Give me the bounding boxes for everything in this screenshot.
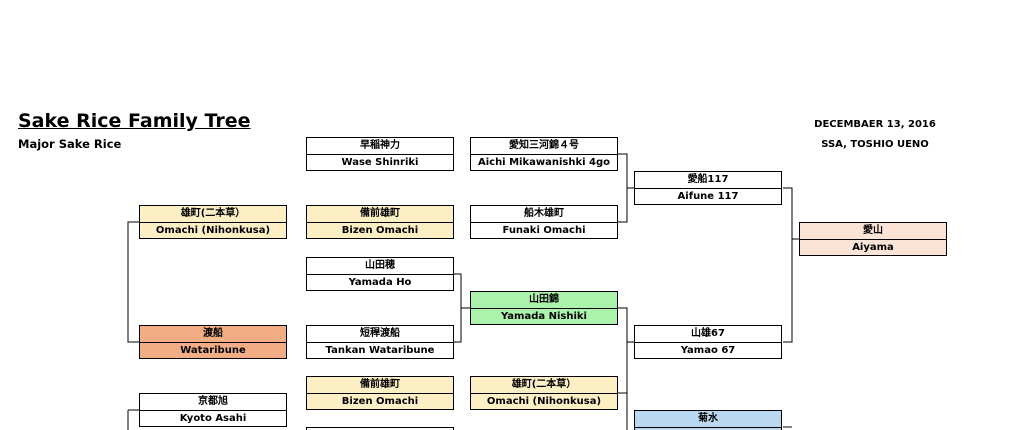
node-en-label: Yamada Ho xyxy=(348,277,412,288)
node-en-label: Funaki Omachi xyxy=(502,225,586,236)
node-jp-label: 愛船117 xyxy=(635,172,781,189)
node-en-label: Omachi (Nihonkusa) xyxy=(155,225,271,236)
node-en-label: Wase Shinriki xyxy=(341,157,419,168)
node-jp-label: 備前雄町 xyxy=(307,206,453,223)
node-en-label: Tankan Wataribune xyxy=(325,345,435,356)
node-jp-label: 船木雄町 xyxy=(471,206,617,223)
page-subtitle: Major Sake Rice xyxy=(18,137,122,151)
connector-aifune-yamao-to-aiyama xyxy=(783,187,793,343)
node-wataribune: 渡船 Wataribune xyxy=(139,325,287,359)
node-kikusui: 菊水 xyxy=(634,410,782,430)
node-en-label: Wataribune xyxy=(180,345,246,356)
node-en-label: Bizen Omachi xyxy=(341,396,419,407)
node-jp-label: 雄町(二本草） xyxy=(140,206,286,223)
node-wase-shinriki: 早稲神力 Wase Shinriki xyxy=(306,137,454,171)
node-yamada-ho: 山田穂 Yamada Ho xyxy=(306,257,454,291)
connector-yamadaho-tankan-to-yamadanishiki xyxy=(454,273,462,343)
node-jp-label: 山田錦 xyxy=(471,292,617,309)
node-jp-label: 菊水 xyxy=(635,411,781,428)
node-omachi-nihonkusa-right: 雄町(二本草） Omachi (Nihonkusa) xyxy=(470,376,618,410)
node-funaki-omachi: 船木雄町 Funaki Omachi xyxy=(470,205,618,239)
node-bizen-omachi-2: 備前雄町 Bizen Omachi xyxy=(306,376,454,410)
node-jp-label: 京都旭 xyxy=(140,394,286,411)
node-en-label: Omachi (Nihonkusa) xyxy=(486,396,602,407)
node-jp-label: 愛山 xyxy=(800,223,946,240)
node-en-label: Yamada Nishiki xyxy=(500,311,587,322)
node-partial-bottom xyxy=(306,427,454,430)
node-kyoto-asahi: 京都旭 Kyoto Asahi xyxy=(139,393,287,427)
node-en-label: Aifune 117 xyxy=(677,191,739,202)
node-jp-label: 短稈渡船 xyxy=(307,326,453,343)
node-en-label: Aiyama xyxy=(852,242,894,253)
node-tankan-wataribune: 短稈渡船 Tankan Wataribune xyxy=(306,325,454,359)
node-aifune: 愛船117 Aifune 117 xyxy=(634,171,782,205)
node-jp-label: 山雄67 xyxy=(635,326,781,343)
node-yamao: 山雄67 Yamao 67 xyxy=(634,325,782,359)
node-jp-label: 早稲神力 xyxy=(307,138,453,155)
node-jp-label: 備前雄町 xyxy=(307,377,453,394)
node-en-label: Yamao 67 xyxy=(680,345,736,356)
node-jp-label: 愛知三河錦４号 xyxy=(471,138,617,155)
node-aichi-mikawanishiki: 愛知三河錦４号 Aichi Mikawanishki 4go xyxy=(470,137,618,171)
node-jp-label: 雄町(二本草） xyxy=(471,377,617,394)
connector-aichi-funaki-to-aifune xyxy=(618,153,628,223)
page-title: Sake Rice Family Tree xyxy=(18,110,251,132)
node-yamada-nishiki: 山田錦 Yamada Nishiki xyxy=(470,291,618,325)
node-en-label: Aichi Mikawanishki 4go xyxy=(477,157,611,168)
connector-omachi-wataribune xyxy=(127,221,139,343)
date-label: DECEMBAER 13, 2016 xyxy=(814,119,936,130)
node-en-label: Kyoto Asahi xyxy=(179,413,247,424)
node-jp-label: 山田穂 xyxy=(307,258,453,275)
author-label: SSA, TOSHIO UENO xyxy=(821,139,929,150)
node-bizen-omachi-1: 備前雄町 Bizen Omachi xyxy=(306,205,454,239)
connector-yamadanishiki-omachi-to-yamao xyxy=(618,307,628,394)
node-omachi-nihonkusa-left: 雄町(二本草） Omachi (Nihonkusa) xyxy=(139,205,287,239)
node-en-label: Bizen Omachi xyxy=(341,225,419,236)
node-jp-label: 渡船 xyxy=(140,326,286,343)
node-aiyama: 愛山 Aiyama xyxy=(799,222,947,256)
